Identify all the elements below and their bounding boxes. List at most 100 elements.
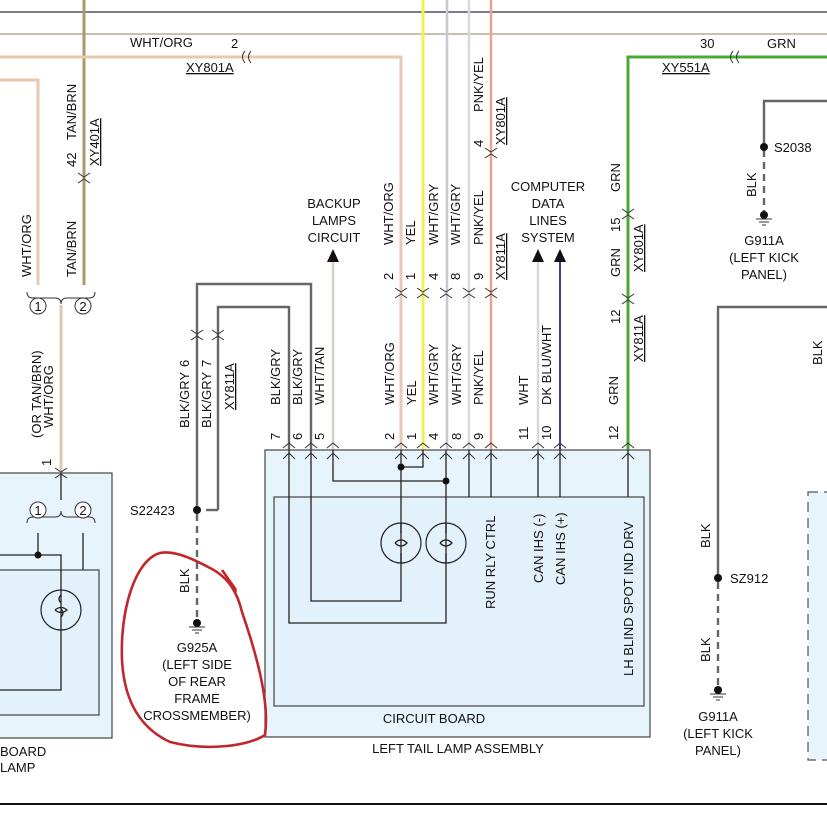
upper-circle-2 [74,297,92,315]
label-g925a: G925A [177,640,218,655]
label-upper-xy801a: XY801A [493,97,508,145]
label-upper-yel: YEL [403,220,418,245]
left-lamp-circle-1 [29,501,47,519]
junction-dot-1 [397,463,405,471]
inline-connector-glyph [77,172,91,184]
label-circle-2b: 2 [79,503,86,518]
label-pin-6-mid: 6 [177,360,192,367]
label-grn-a: GRN [608,163,623,192]
label-g911a-upper: G911A [744,233,784,248]
label-circle-1: 1 [34,299,41,314]
ground-g911a-lower-dot [714,686,722,694]
data-arrow-right-icon [554,249,566,262]
bulb-1-filament-icon [394,523,408,563]
pin-connector-glyph [531,442,545,460]
splice-s2038-dot [760,143,768,151]
wire-blk-s2038 [762,99,827,147]
upper-pin-number: 2 [381,273,396,280]
label-g925a-loc-1: (LEFT SIDE [162,657,232,672]
wire-blk-sz912 [716,305,827,578]
label-g925a-loc-4: CROSSMEMBER) [143,708,251,723]
ground-g925a-dot [193,619,201,627]
left-lamp-circuit-board [0,569,100,716]
label-wht-org-lower: WHT/ORG [41,365,56,428]
backup-arrow-icon [327,249,339,262]
inline-connector-glyphs [54,50,740,479]
assembly-wire-color-label: PNK/YEL [471,350,486,405]
label-splice-sz912: SZ912 [730,571,768,586]
assembly-pin-number: 5 [312,433,327,440]
label-run-rly-ctrl: RUN RLY CTRL [483,516,498,609]
ground-g911a-lower-icon [710,693,726,701]
inline-connector-glyph [621,293,635,305]
inline-connector-glyph [621,208,635,220]
inline-connector-glyph [730,50,740,64]
splice-sz912-dot [714,574,722,582]
label-blk-s2038: BLK [744,172,759,197]
pin-connector-glyph [394,442,408,460]
label-lh-blind-spot: LH BLIND SPOT IND DRV [621,522,636,676]
label-upper-pnk-yel: PNK/YEL [471,190,486,245]
label-can-ihs-plus: CAN IHS (+) [553,512,568,585]
assembly-wire-color-label: WHT/GRY [426,344,441,405]
label-pin-15: 15 [608,218,623,232]
label-g911a-lower-loc-2: PANEL) [695,743,741,758]
upper-pin-number: 4 [426,273,441,280]
label-grn-top: GRN [767,36,796,51]
assembly-pin-number: 6 [290,433,305,440]
label-xy801a-top: XY801A [186,60,234,75]
inline-connector-glyph [394,287,408,299]
left-lamp-internal-wire [0,554,62,691]
assembly-pin-number: 9 [471,433,486,440]
upper-pin-number: 9 [471,273,486,280]
label-g911a-upper-loc-2: PANEL) [741,267,787,282]
wire-grn [626,55,827,450]
label-pin-7-mid: 7 [199,360,214,367]
inline-connector-glyph [54,467,68,479]
ground-g911a-upper-dot [760,211,768,219]
assembly-pin-labels: 7BLK/GRY6BLK/GRY5WHT/TAN2WHT/ORG1YEL4WHT… [268,325,621,440]
label-cdl-1: COMPUTER [511,179,585,194]
assembly-wire-color-label: WHT/ORG [382,342,397,405]
assembly-pin-number: 10 [539,426,554,440]
label-left-tail-lamp-assembly: LEFT TAIL LAMP ASSEMBLY [372,741,544,756]
label-g911a-lower: G911A [698,709,738,724]
label-wht-org-left: WHT/ORG [19,214,34,277]
label-tan-brn-upper: TAN/BRN [64,84,79,140]
label-cdl-2: DATA [532,196,565,211]
label-blk-sz912-upper: BLK [698,523,713,548]
label-left-lamp: LAMP [0,760,35,775]
inline-connector-glyph [462,287,476,299]
label-upper-pnk-yel-top: PNK/YEL [471,57,486,112]
assembly-wire-color-label: WHT/GRY [449,344,464,405]
label-backup-1: BACKUP [307,196,360,211]
assembly-pin-number: 11 [516,427,531,441]
ground-g911a-upper-icon [756,218,772,226]
assembly-wire-color-label: GRN [606,376,621,405]
label-g925a-loc-3: FRAME [174,691,220,706]
label-backup-2: LAMPS [312,213,356,228]
upper-circle-1 [29,297,47,315]
label-xy551a: XY551A [662,60,710,75]
inline-connector-glyph [484,287,498,299]
label-circle-1b: 1 [34,503,41,518]
pin-connector-glyph [621,442,635,460]
label-grn-xy801a: XY801A [631,224,646,272]
wire-blk-gry-inner [216,305,291,510]
label-g911a-lower-loc-1: (LEFT KICK [683,726,753,741]
internal-wire-outer [288,450,447,624]
internal-wire-yel-link [401,450,424,468]
upper-pin-number: 1 [403,273,418,280]
label-upper-pin-4: 4 [471,140,486,147]
ground-g925a-icon [189,626,205,634]
label-can-ihs-minus: CAN IHS (-) [531,514,546,583]
assembly-wire-color-label: WHT [516,375,531,405]
pin-connector-glyph [484,442,498,460]
right-partial-component-box [807,491,827,761]
assembly-wire-color-label: WHT/TAN [312,347,327,405]
assembly-pin-number: 8 [449,433,464,440]
label-upper-xy811a: XY811A [493,233,508,280]
label-pin-42: 42 [64,153,79,167]
label-or-tan-brn: (OR TAN/BRN) [29,350,44,438]
